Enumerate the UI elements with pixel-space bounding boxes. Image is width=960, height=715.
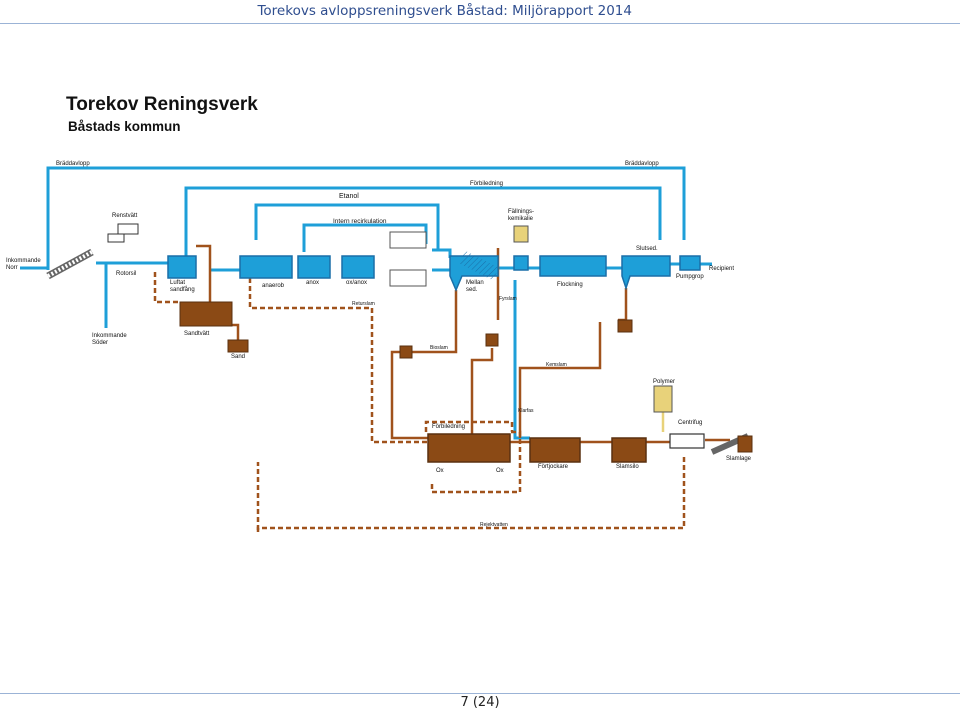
label-sand: Sand	[231, 354, 245, 360]
label-slamsilo: Slamsilo	[616, 464, 639, 470]
label-anaerob: anaerob	[262, 283, 285, 289]
label-ox-anox: ox/anox	[346, 280, 367, 286]
label-forbiledning-bottom: Förbiledning	[432, 424, 465, 430]
label-sandtvatt: Sandtvätt	[184, 331, 210, 337]
label-rotorsil: Rotorsil	[116, 271, 136, 277]
label-recipient: Recipient	[709, 266, 734, 272]
return-lines	[153, 272, 686, 532]
label-ox-right: Ox	[496, 468, 504, 474]
sludge-lines	[196, 244, 730, 460]
label-intern-recirkulation: Intern recirkulation	[333, 218, 387, 225]
label-slamlage: Slamlage	[726, 456, 752, 462]
diagram-labels: Bräddavlopp Bräddavlopp Förbiledning Eta…	[6, 161, 752, 528]
label-anox: anox	[306, 280, 319, 286]
label-fortjockare: Förtjockare	[538, 464, 569, 470]
label-slutsed: Slutsed.	[636, 246, 658, 252]
label-fyrslam: Fyrslam	[499, 296, 517, 302]
diagram-title: Torekov Reningsverk	[66, 94, 258, 115]
label-flockning: Flockning	[557, 282, 583, 288]
tanks	[46, 223, 753, 463]
water-lines	[20, 166, 712, 440]
label-etanol: Etanol	[339, 193, 359, 200]
label-returslam: Returslam	[352, 301, 375, 307]
page-number: 7 (24)	[460, 695, 500, 710]
label-renstvatt: Renstvätt	[112, 213, 138, 219]
label-rejektvatten: Rejektvatten	[480, 522, 508, 528]
running-header: Torekovs avloppsreningsverk Båstad: Milj…	[257, 3, 632, 19]
label-polymer: Polymer	[653, 379, 675, 385]
label-bioslam: Bioslam	[430, 345, 448, 351]
label-klarfas: Klarfas	[518, 408, 534, 414]
label-fallningskemikalie: Fällnings-kemikalie	[508, 209, 534, 222]
footer-rule	[0, 693, 960, 694]
label-breddavlopp-left: Bräddavlopp	[56, 161, 90, 167]
label-forbiledning-top: Förbiledning	[470, 181, 503, 187]
label-ox-left: Ox	[436, 468, 444, 474]
diagram-subtitle: Båstads kommun	[68, 119, 181, 134]
label-breddavlopp-right: Bräddavlopp	[625, 161, 659, 167]
header-rule	[0, 23, 960, 24]
label-pumpgrop: Pumpgrop	[676, 274, 704, 280]
label-kemslam: Kemslam	[546, 362, 567, 368]
label-centrifug: Centrifug	[678, 420, 702, 426]
